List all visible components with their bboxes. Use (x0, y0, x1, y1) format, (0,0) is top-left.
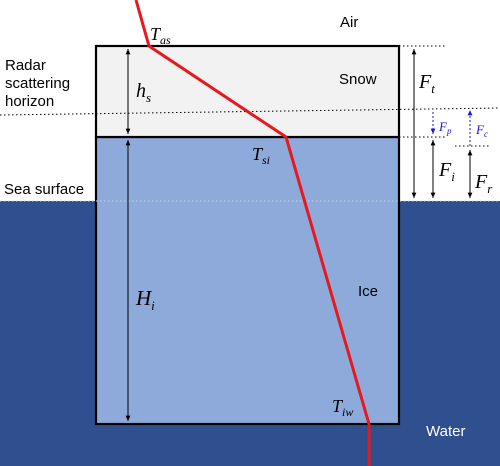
Ft-label: Ft (418, 71, 435, 96)
Fr-label: Fr (474, 171, 493, 196)
ice-label: Ice (358, 283, 378, 300)
tiw-label: Tiw (332, 396, 353, 419)
sea-surface-label: Sea surface (4, 181, 84, 198)
temperature-profile (134, 0, 371, 466)
radar-label-line3: horizon (5, 93, 54, 110)
Fi-label: Fi (438, 159, 455, 184)
radar-label-line1: Radar (5, 57, 46, 74)
tas-label: Tas (150, 24, 171, 47)
radar-horizon-line (0, 107, 500, 116)
tsi-label: Tsi (252, 144, 270, 167)
air-label: Air (340, 14, 358, 31)
snow-layer (94, 44, 401, 139)
Fp-label: Fp (438, 119, 452, 136)
radar-label-line2: scattering (5, 75, 70, 92)
water-label: Water (426, 423, 465, 440)
Hi-label: Hi (135, 286, 155, 313)
hs-label: hs (136, 80, 151, 105)
snow-label: Snow (339, 71, 377, 88)
ice-layer (94, 135, 401, 426)
Fc-label: Fc (475, 122, 488, 139)
